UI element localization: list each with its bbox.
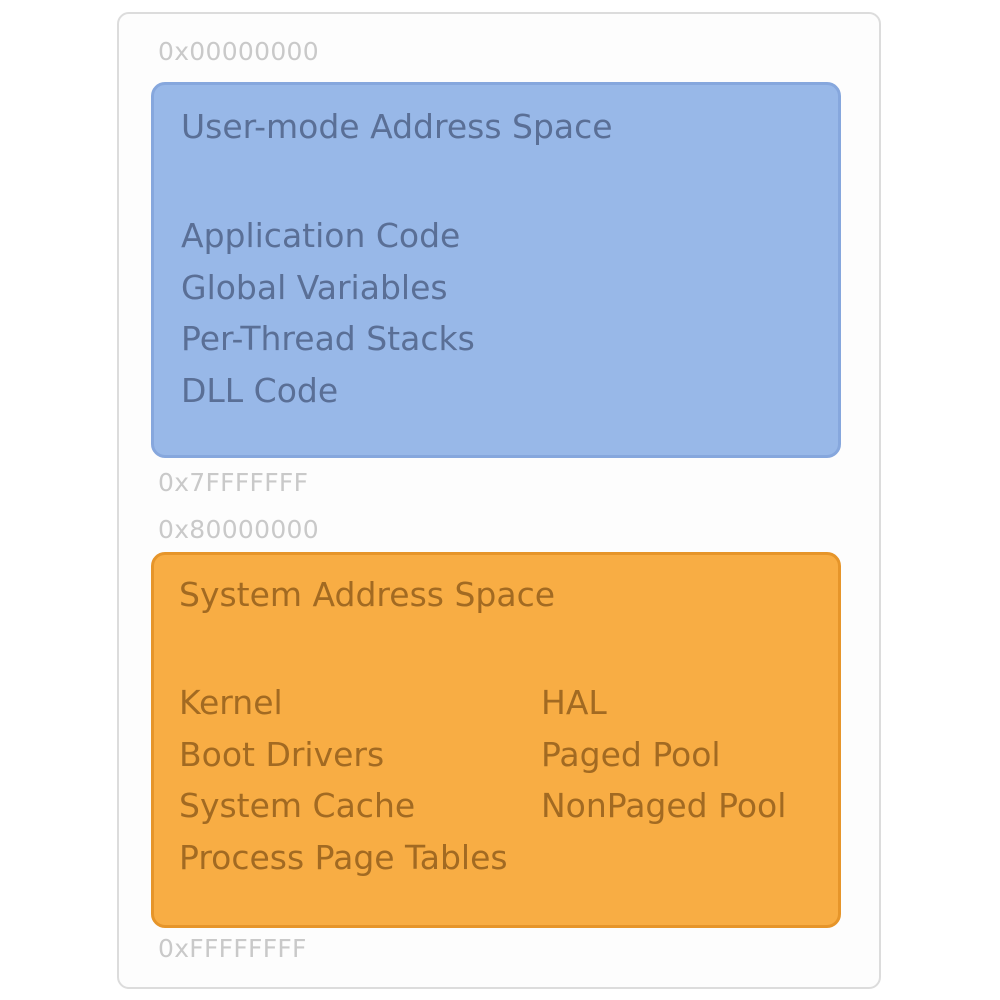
user-space-item: Application Code: [181, 216, 461, 255]
user-end-address: 0x7FFFFFFF: [158, 468, 309, 497]
system-space-item: NonPaged Pool: [541, 786, 787, 825]
system-space-item: Process Page Tables: [179, 837, 508, 877]
system-end-address: 0xFFFFFFFF: [158, 934, 307, 963]
user-space-title: User-mode Address Space: [181, 107, 613, 146]
system-space-item: Paged Pool: [541, 734, 721, 774]
system-space-item: Boot Drivers: [179, 734, 385, 774]
system-address-space-block: System Address Space Kernel Boot Drivers…: [151, 552, 841, 928]
user-start-address: 0x00000000: [158, 37, 319, 66]
user-space-item: Global Variables: [181, 267, 448, 307]
system-space-item: HAL: [541, 683, 607, 722]
user-space-item-list: Application Code Global Variables Per-Th…: [181, 210, 475, 416]
system-space-title: System Address Space: [179, 575, 556, 614]
system-space-item-list-right: HAL Paged Pool NonPaged Pool: [541, 677, 786, 832]
system-space-item: System Cache: [179, 786, 416, 825]
system-space-item-list-left: Kernel Boot Drivers System Cache Process…: [179, 677, 508, 883]
system-start-address: 0x80000000: [158, 515, 319, 544]
system-space-item: Kernel: [179, 683, 283, 722]
user-mode-address-space-block: User-mode Address Space Application Code…: [151, 82, 841, 458]
user-space-item: Per-Thread Stacks: [181, 319, 475, 358]
user-space-item: DLL Code: [181, 370, 339, 410]
